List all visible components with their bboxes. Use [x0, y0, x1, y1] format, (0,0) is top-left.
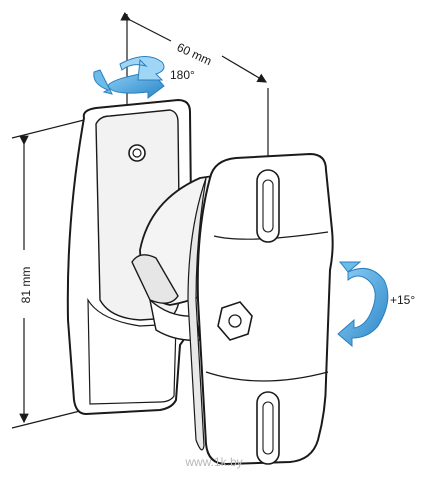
width-label: 60 mm	[175, 40, 214, 68]
bottom-slot-icon	[256, 391, 280, 465]
watermark: www.1k.by	[184, 455, 242, 469]
height-label: 81 mm	[19, 267, 33, 304]
tilt-rotation-arrow-icon	[337, 261, 389, 348]
tilt-label: +15°	[390, 293, 415, 307]
hex-nut-icon	[217, 301, 253, 341]
wall-plate	[66, 98, 194, 416]
pan-label: 180°	[170, 68, 195, 82]
height-dimension	[11, 119, 85, 429]
speaker-plate	[187, 152, 334, 466]
mounting-hole-icon	[128, 144, 146, 162]
pan-rotation-arrow-icon	[93, 56, 165, 99]
top-slot-icon	[256, 169, 280, 243]
